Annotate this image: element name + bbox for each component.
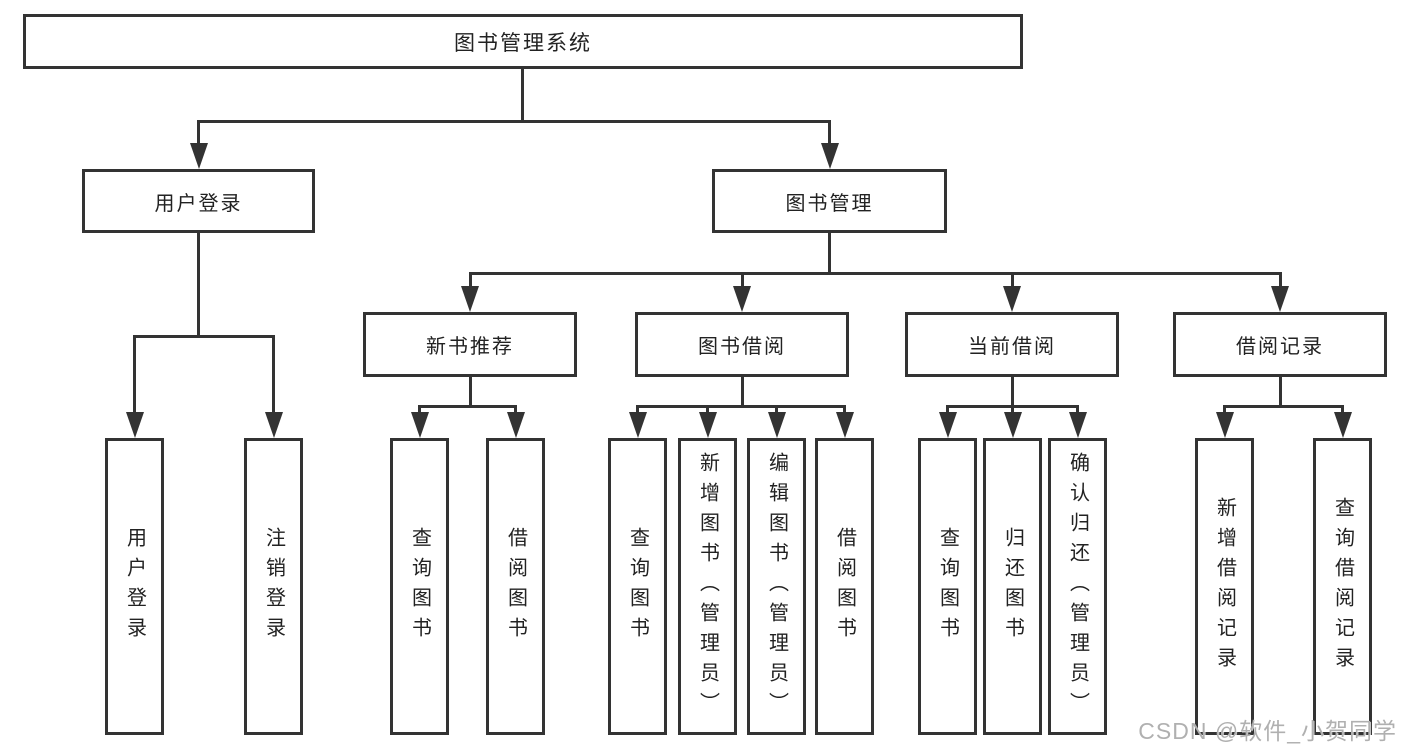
arrow-down [506,412,525,438]
arrow-down [1068,412,1087,438]
node-label: 编辑图书（管理员） [765,451,788,722]
node-query-books: 查询图书 [390,438,449,735]
arrow-down [264,412,283,438]
arrow-down [461,286,479,312]
connector-line [706,405,709,415]
arrow-down [628,412,647,438]
node-confirm-return-admin: 确认归还（管理员） [1048,438,1107,735]
node-borrow-books: 借阅图书 [486,438,545,735]
node-label: 用户登录 [123,526,146,647]
arrow-down [733,286,751,312]
arrow-down [820,143,839,169]
node-user-login: 用户登录 [82,169,315,233]
node-query-borrow-record: 查询借阅记录 [1313,438,1372,735]
node-label: 借阅图书 [833,526,856,647]
arrow-down [410,412,429,438]
arrow-down [938,412,957,438]
connector-line [468,272,472,288]
connector-line [843,405,846,415]
arrow-down [1271,286,1289,312]
arrow-down [1333,412,1352,438]
connector-line [740,377,744,408]
connector-line [775,405,778,415]
node-user-login-leaf: 用户登录 [105,438,164,735]
node-label: 新增图书（管理员） [696,451,719,722]
connector-line [133,335,275,338]
connector-line [1278,272,1282,288]
arrow-down [767,412,786,438]
node-add-borrow-record: 新增借阅记录 [1195,438,1254,735]
node-label: 查询图书 [936,526,959,647]
connector-line [1076,405,1079,415]
connector-line [468,272,1282,275]
node-borrowing-records: 借阅记录 [1173,312,1387,377]
arrow-down [698,412,717,438]
connector-line [197,233,200,338]
connector-line [1010,272,1014,288]
node-label: 归还图书 [1001,526,1024,647]
arrow-down [1003,412,1022,438]
arrow-down [835,412,854,438]
node-book-management: 图书管理 [712,169,947,233]
node-label: 借阅图书 [504,526,527,647]
watermark: CSDN @软件_小贺同学 [1138,718,1397,744]
connector-line [740,272,744,288]
connector-line [197,120,831,123]
connector-line [1278,377,1282,408]
node-label: 新增借阅记录 [1213,496,1236,677]
node-query-books-3: 查询图书 [918,438,977,735]
node-query-books-2: 查询图书 [608,438,667,735]
connector-line [636,405,639,415]
connector-line [636,405,846,408]
connector-line [418,405,421,415]
connector-line [828,120,831,148]
node-new-book-recommendation: 新书推荐 [363,312,577,377]
connector-line [1010,377,1014,408]
arrow-down [1003,286,1021,312]
node-add-books-admin: 新增图书（管理员） [678,438,737,735]
connector-line [197,120,200,148]
node-label: 确认归还（管理员） [1066,451,1089,722]
arrow-down [1215,412,1234,438]
connector-line [521,69,524,123]
node-label: 查询图书 [408,526,431,647]
node-label: 注销登录 [262,526,285,647]
connector-line [1223,405,1344,408]
arrow-down [125,412,144,438]
connector-line [1223,405,1226,415]
connector-line [418,405,517,408]
node-library-management-system: 图书管理系统 [23,14,1023,69]
connector-line [1341,405,1344,415]
connector-line [133,335,136,412]
connector-line [1011,405,1014,415]
connector-line [468,377,472,408]
node-borrow-books-2: 借阅图书 [815,438,874,735]
connector-line [946,405,949,415]
node-book-borrowing: 图书借阅 [635,312,849,377]
connector-line [514,405,517,415]
node-edit-books-admin: 编辑图书（管理员） [747,438,806,735]
node-current-borrowing: 当前借阅 [905,312,1119,377]
node-return-books: 归还图书 [983,438,1042,735]
node-logout-leaf: 注销登录 [244,438,303,735]
node-label: 查询借阅记录 [1331,496,1354,677]
node-label: 查询图书 [626,526,649,647]
connector-line [272,335,275,412]
arrow-down [189,143,208,169]
connector-line [828,233,831,275]
